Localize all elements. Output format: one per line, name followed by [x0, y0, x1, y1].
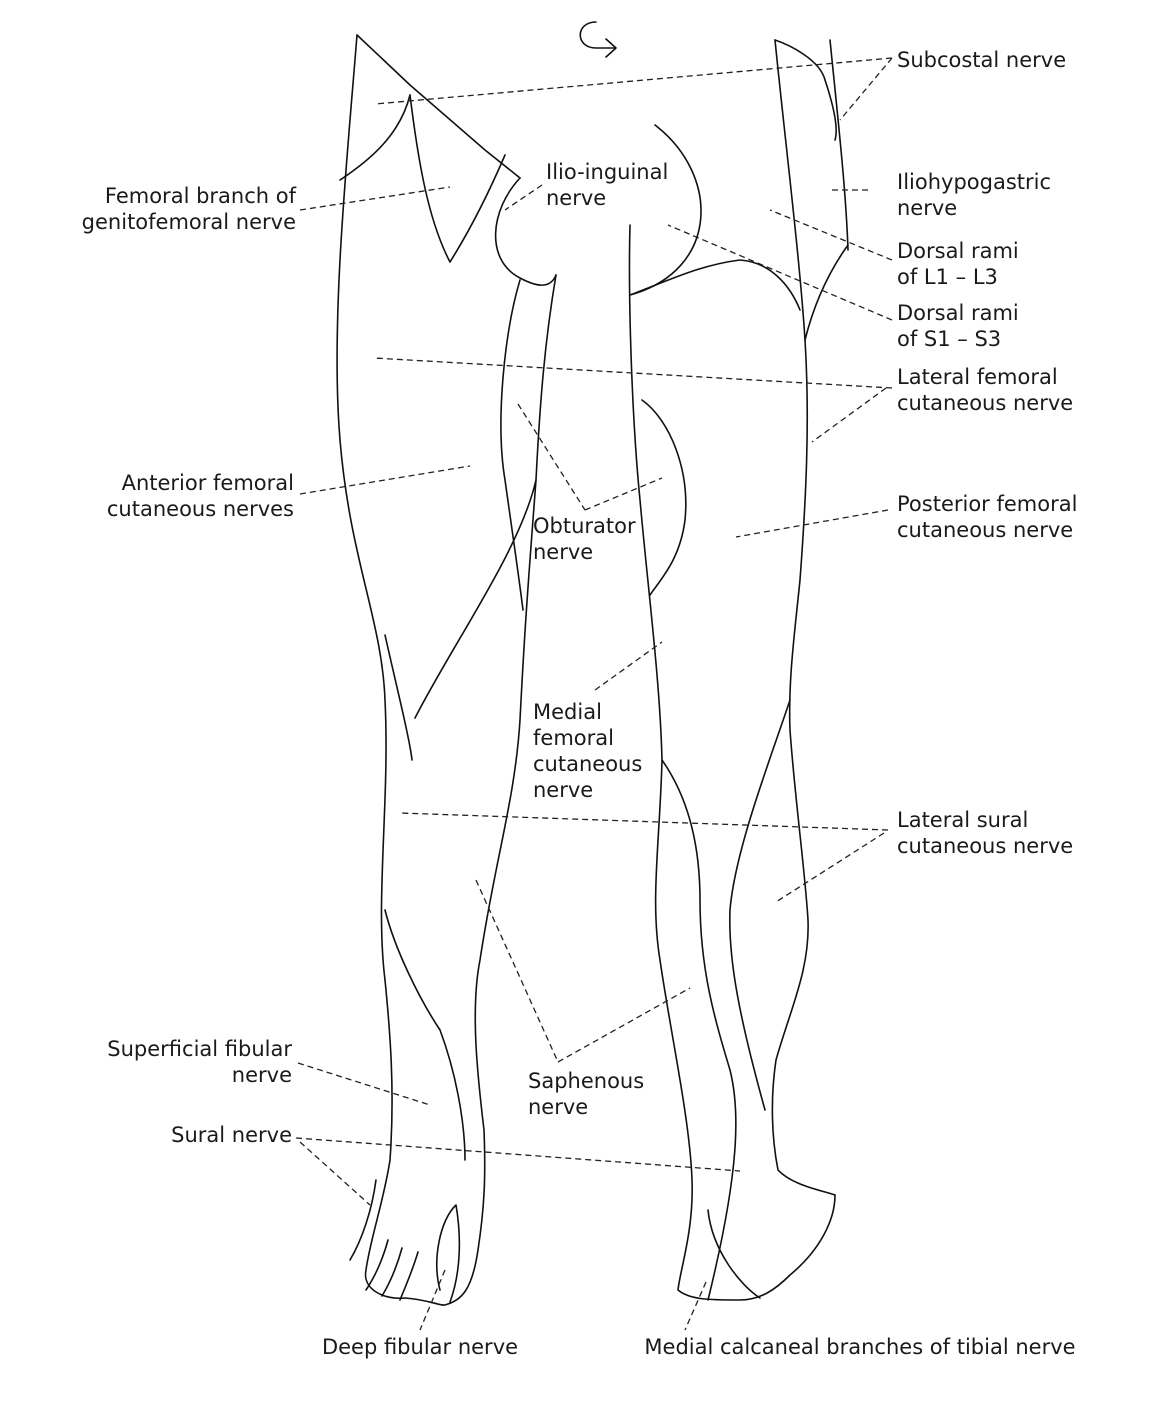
leader-post-fem: [735, 509, 889, 538]
nerve-labels: Subcostal nerve Femoral branch of genito…: [82, 48, 1078, 1359]
anterior-lateral-zone: [414, 479, 537, 719]
label-medial-fem-line1: Medial: [533, 700, 602, 724]
leader-saphenous: [475, 879, 559, 1063]
label-dorsal-l-line1: Dorsal rami: [897, 239, 1019, 263]
leader-lat-fem-2: [811, 387, 887, 443]
label-ant-fem-line2: cutaneous nerves: [107, 497, 294, 521]
leader-ant-fem: [299, 465, 471, 495]
label-femoral-branch-line2: genitofemoral nerve: [82, 210, 296, 234]
subcostal-zone: [774, 39, 837, 141]
posterior-lateral-calf-zone: [728, 699, 791, 1111]
leader-saphenous-2: [557, 987, 691, 1063]
label-dorsal-l-line2: of L1 – L3: [897, 265, 998, 289]
dorsal-s-zone: [629, 259, 801, 311]
leader-obturator: [517, 403, 586, 511]
label-subcostal: Subcostal nerve: [897, 48, 1066, 72]
anterior-leg-outline: [336, 34, 557, 1306]
leader-medial-fem: [594, 641, 663, 691]
leader-lat-sural-2: [775, 832, 885, 903]
ilio-inguinal-zone: [494, 177, 557, 286]
label-obturator-line2: nerve: [533, 540, 593, 564]
label-sup-fibular-line1: Superficial fibular: [107, 1037, 292, 1061]
label-iliohypogastric-line1: Iliohypogastric: [897, 170, 1051, 194]
label-medial-fem-line2: femoral: [533, 726, 614, 750]
leader-lat-fem: [373, 357, 893, 389]
femoral-branch-zone-edge: [339, 94, 411, 181]
toe-4: [399, 1251, 419, 1301]
dorsal-l-zone: [804, 244, 849, 341]
leader-deep-fibular: [419, 1269, 446, 1331]
leader-ilio-inguinal: [504, 184, 543, 211]
toe-1: [349, 1179, 377, 1261]
leader-dorsal-s: [667, 224, 893, 321]
posterior-medial-edge: [628, 224, 836, 1301]
leader-dorsal-l: [769, 209, 893, 261]
leader-lines: [295, 57, 893, 1331]
label-lat-sural-line1: Lateral sural: [897, 808, 1028, 832]
label-medial-calcaneal: Medial calcaneal branches of tibial nerv…: [644, 1335, 1075, 1359]
label-ant-fem-line1: Anterior femoral: [122, 471, 294, 495]
heel-zone: [707, 1209, 761, 1299]
anterior-leg-lateral-edge: [336, 34, 557, 1306]
anterior-knee-zone: [384, 634, 413, 761]
obturator-zone: [500, 279, 524, 611]
turn-arrow-icon: [579, 21, 617, 58]
posterior-lateral-edge: [771, 39, 836, 1196]
label-post-fem-line1: Posterior femoral: [897, 492, 1077, 516]
leader-subcostal: [374, 57, 893, 105]
label-lat-fem-line2: cutaneous nerve: [897, 391, 1073, 415]
leader-sural-2: [299, 1141, 371, 1206]
label-lat-sural-line2: cutaneous nerve: [897, 834, 1073, 858]
label-ilio-inguinal-line1: Ilio-inguinal: [546, 160, 668, 184]
label-dorsal-s-line2: of S1 – S3: [897, 327, 1001, 351]
leader-sural: [295, 1137, 741, 1172]
label-medial-fem-line3: cutaneous: [533, 752, 642, 776]
leader-femoral-branch: [299, 186, 451, 211]
leader-obturator-2: [584, 477, 663, 511]
posterior-medial-calf-zone: [661, 759, 737, 1301]
label-femoral-branch-line1: Femoral branch of: [105, 184, 297, 208]
anterior-shin-zone: [384, 909, 466, 1161]
label-sup-fibular-line2: nerve: [232, 1063, 292, 1087]
posterior-leg-outline: [628, 39, 849, 1301]
label-medial-fem-line4: nerve: [533, 778, 593, 802]
label-iliohypogastric-line2: nerve: [897, 196, 957, 220]
femoral-branch-zone-lower: [409, 94, 506, 263]
toe-3: [381, 1247, 403, 1297]
label-saphenous-line1: Saphenous: [528, 1069, 644, 1093]
label-post-fem-line2: cutaneous nerve: [897, 518, 1073, 542]
leader-calcaneal: [684, 1281, 707, 1331]
toe-2: [365, 1239, 389, 1291]
label-lat-fem-line1: Lateral femoral: [897, 365, 1058, 389]
label-sural: Sural nerve: [171, 1123, 292, 1147]
iliohypogastric-zone: [829, 39, 849, 251]
leader-lat-sural: [399, 812, 889, 831]
anterior-leg-top-edge: [356, 34, 521, 179]
obturator-posterior-zone: [641, 399, 687, 596]
label-saphenous-line2: nerve: [528, 1095, 588, 1119]
label-deep-fibular: Deep fibular nerve: [322, 1335, 518, 1359]
leader-subcostal-2: [839, 57, 893, 121]
label-dorsal-s-line1: Dorsal rami: [897, 301, 1019, 325]
gluteal-curve: [629, 124, 702, 296]
label-obturator-line1: Obturator: [533, 514, 636, 538]
leader-sup-fibular: [297, 1062, 431, 1106]
label-ilio-inguinal-line2: nerve: [546, 186, 606, 210]
big-toe: [436, 1204, 461, 1303]
